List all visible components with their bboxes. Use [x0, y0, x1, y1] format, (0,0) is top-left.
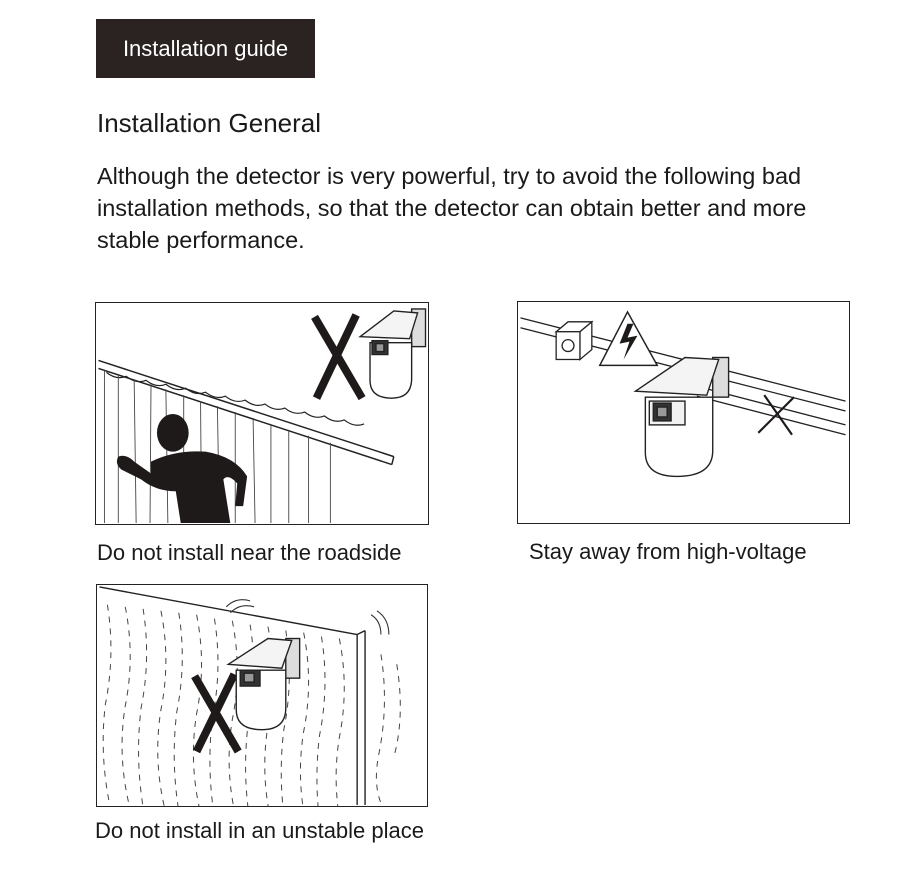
detector-icon [633, 356, 730, 478]
detector-icon [358, 308, 427, 399]
intro-paragraph: Although the detector is very powerful, … [97, 163, 807, 253]
caption-high-voltage: Stay away from high-voltage [529, 539, 807, 564]
section-title: Installation General [97, 108, 322, 138]
unstable-scene-drawing [99, 586, 401, 806]
junction-box-icon [554, 320, 594, 361]
unstable-place-illustration [96, 584, 428, 807]
person-icon [116, 413, 248, 524]
installation-guide-badge: Installation guide [96, 19, 315, 78]
roadside-illustration [95, 302, 429, 525]
high-voltage-warning-icon [598, 310, 659, 367]
high-voltage-scene-drawing [520, 310, 846, 478]
caption-unstable-place: Do not install in an unstable place [95, 818, 424, 843]
detector-icon [226, 637, 301, 731]
x-mark-icon [311, 313, 366, 401]
high-voltage-illustration [517, 301, 850, 524]
cross-mark-icon [757, 394, 795, 436]
caption-roadside: Do not install near the roadside [97, 540, 402, 565]
roadside-scene-drawing [98, 308, 427, 524]
x-mark-icon [191, 672, 242, 754]
